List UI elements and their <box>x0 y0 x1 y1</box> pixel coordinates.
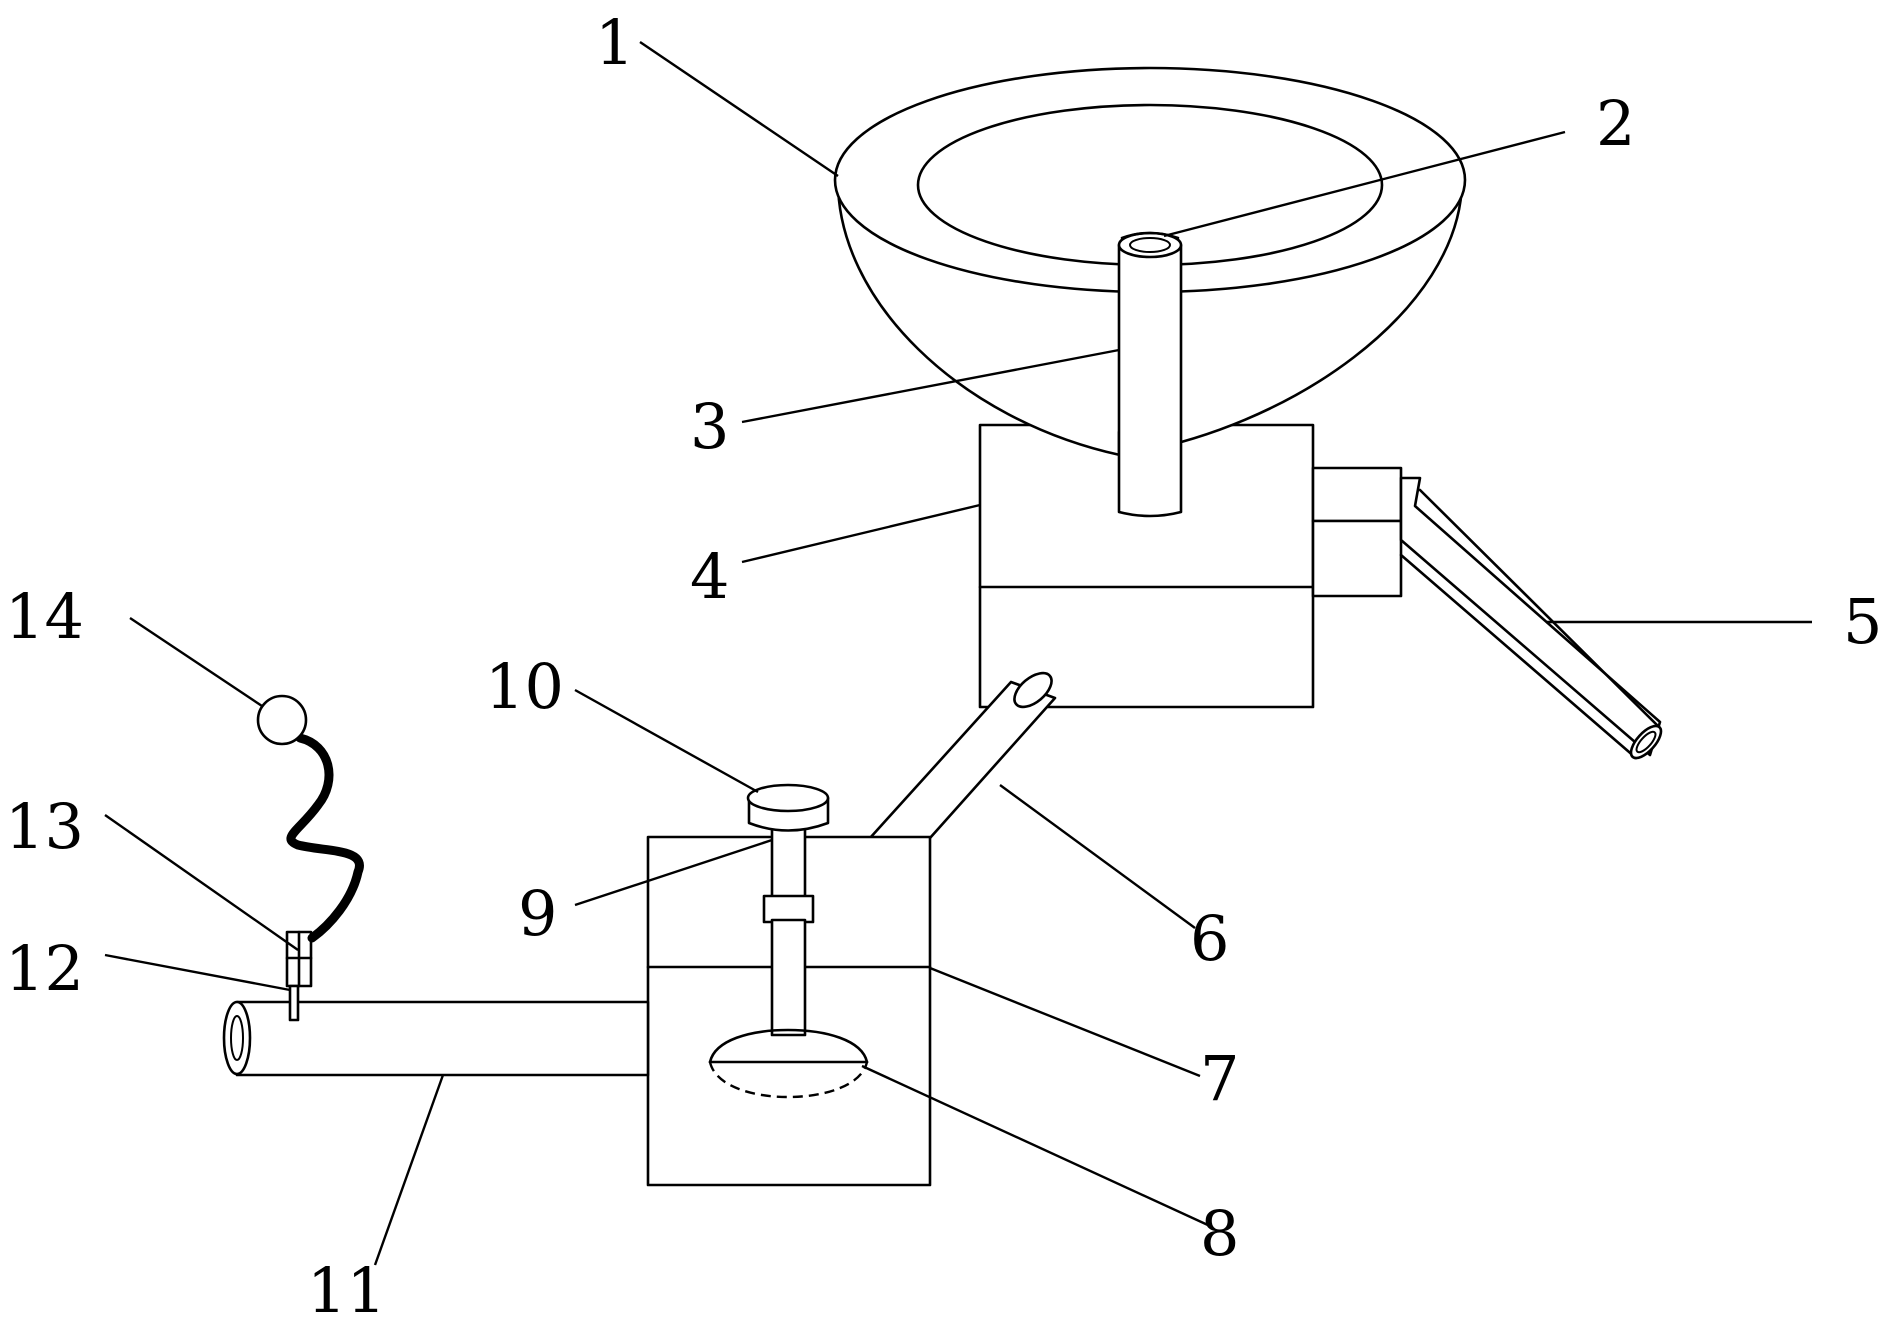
label-10: 10 <box>485 650 564 723</box>
label-3: 3 <box>690 390 729 463</box>
valve-disc <box>708 1028 869 1099</box>
label-8: 8 <box>1200 1197 1239 1270</box>
side-outlet-pipe <box>1311 466 1663 760</box>
label-5: 5 <box>1843 585 1882 658</box>
label-1: 1 <box>595 6 634 79</box>
label-9: 9 <box>518 877 557 950</box>
label-12: 12 <box>5 932 84 1005</box>
label-11: 11 <box>307 1254 386 1320</box>
label-2: 2 <box>1596 87 1635 160</box>
drain-tube <box>1117 231 1183 518</box>
label-13: 13 <box>5 790 84 863</box>
float-assembly <box>256 694 364 1022</box>
label-4: 4 <box>690 540 729 613</box>
label-7: 7 <box>1200 1042 1239 1115</box>
connecting-pipe <box>868 671 1057 840</box>
reference-numerals: 1 2 3 4 5 6 7 8 9 10 11 12 13 14 <box>5 6 1882 1325</box>
label-14: 14 <box>5 580 84 653</box>
label-6: 6 <box>1190 902 1229 975</box>
horizontal-pipe <box>222 1000 650 1077</box>
plunger <box>746 783 830 1037</box>
leader-lines <box>104 41 1812 1266</box>
